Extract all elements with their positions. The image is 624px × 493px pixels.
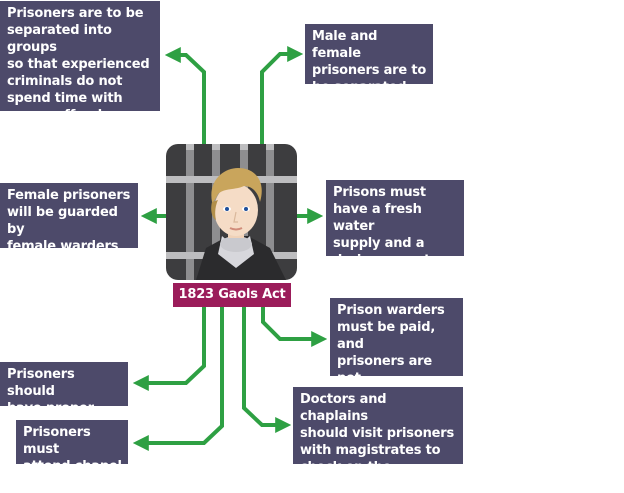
portrait-icon: [166, 144, 297, 280]
arrow-to-male-female: [260, 46, 304, 146]
connector-arrows: [132, 46, 328, 451]
point-male-female: Male and female prisoners are to be sepa…: [305, 24, 433, 95]
arrow-to-chapel: [132, 307, 224, 451]
point-doctors: Doctors and chaplains should visit priso…: [293, 387, 463, 492]
point-groups: Prisoners are to be separated into group…: [0, 1, 160, 123]
point-warders-paid: Prison warders must be paid, and prisone…: [330, 298, 463, 420]
arrow-to-warders-paid: [261, 307, 328, 347]
point-water: Prisons must have a fresh water supply a…: [326, 180, 464, 268]
point-female-warders: Female prisoners will be guarded by fema…: [0, 183, 138, 254]
arrow-to-food: [132, 307, 206, 391]
act-title-label: 1823 Gaols Act: [173, 283, 291, 307]
point-chapel: Prisoners must attend chapel: [16, 420, 128, 474]
point-food: Prisoners should have proper food: [0, 362, 128, 433]
central-portrait: [166, 144, 297, 280]
arrow-to-doctors: [242, 307, 292, 433]
arrow-to-groups: [164, 47, 206, 146]
